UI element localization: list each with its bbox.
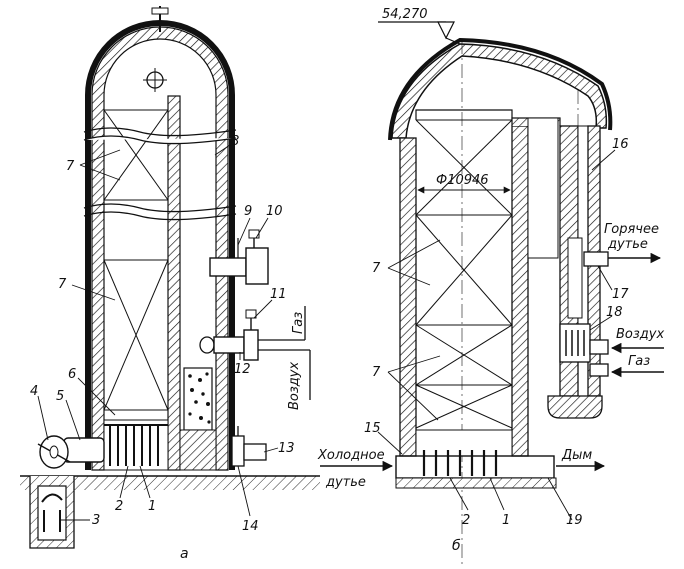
label-hot-blast-1: Горячее: [604, 222, 659, 237]
right-left-wall: [399, 137, 417, 457]
label-2: 2: [115, 499, 123, 514]
label-cold-blast-1: Холодное: [317, 448, 385, 463]
left-labels: 7 8 9 10 7 11 12 6 4 5 13 14 3 2 1 Газ В…: [30, 134, 306, 562]
label-1: 1: [148, 499, 156, 514]
label-7-upper: 7: [66, 159, 75, 174]
label-13: 13: [278, 441, 295, 456]
right-burner: [559, 323, 609, 377]
label-3: 3: [92, 513, 100, 528]
elevation-label: 54,270: [382, 7, 428, 22]
label-1-right: 1: [502, 513, 510, 528]
label-air-left: Воздух: [287, 362, 302, 410]
label-7-right-lower: 7: [372, 365, 381, 380]
left-division-wall: [167, 95, 181, 471]
right-stove: [320, 21, 664, 568]
label-14: 14: [242, 519, 259, 534]
left-grate: [103, 419, 169, 471]
label-18: 18: [606, 305, 623, 320]
label-19: 19: [566, 513, 583, 528]
left-ceramic-burner: [183, 367, 213, 431]
left-hot-blast-valve: [209, 229, 269, 285]
label-10: 10: [266, 204, 283, 219]
label-cold-blast-2: дутье: [325, 475, 366, 490]
caption-b: б: [452, 538, 461, 554]
left-ground: [20, 476, 320, 490]
right-hot-blast-outlet: [583, 251, 609, 267]
left-checkerwork: [103, 109, 169, 411]
left-cold-blast-pipe: [37, 435, 105, 469]
left-chimney-valve: [231, 426, 267, 467]
label-17: 17: [612, 287, 629, 302]
caption-a: а: [180, 546, 189, 562]
label-gas-right: Газ: [628, 354, 650, 369]
label-7-lower: 7: [58, 277, 67, 292]
left-underground-flue: [29, 476, 75, 549]
right-labels: 54,270 Ф10946 16 Горячее дутье 7 17 18 В…: [317, 7, 664, 554]
label-11: 11: [270, 287, 287, 302]
label-6: 6: [68, 367, 76, 382]
right-dome: [391, 43, 608, 139]
right-division-wall: [511, 125, 529, 457]
left-gas-valve: [199, 306, 311, 400]
label-4: 4: [30, 384, 38, 399]
label-5: 5: [56, 389, 64, 404]
label-air-right: Воздух: [616, 327, 664, 342]
label-hot-blast-2: дутье: [607, 237, 648, 252]
right-grate: [395, 429, 555, 479]
left-lining: [91, 26, 229, 471]
label-smoke: Дым: [561, 448, 592, 463]
diameter-label: Ф10946: [436, 173, 489, 188]
label-16: 16: [612, 137, 629, 152]
label-gas-left: Газ: [291, 312, 306, 334]
label-12: 12: [234, 362, 251, 377]
left-stove: [20, 6, 320, 549]
label-8: 8: [231, 134, 239, 149]
label-2-right: 2: [462, 513, 470, 528]
label-7-right-upper: 7: [372, 261, 381, 276]
label-9: 9: [244, 204, 252, 219]
label-15: 15: [364, 421, 381, 436]
right-checkerwork: [415, 119, 513, 429]
